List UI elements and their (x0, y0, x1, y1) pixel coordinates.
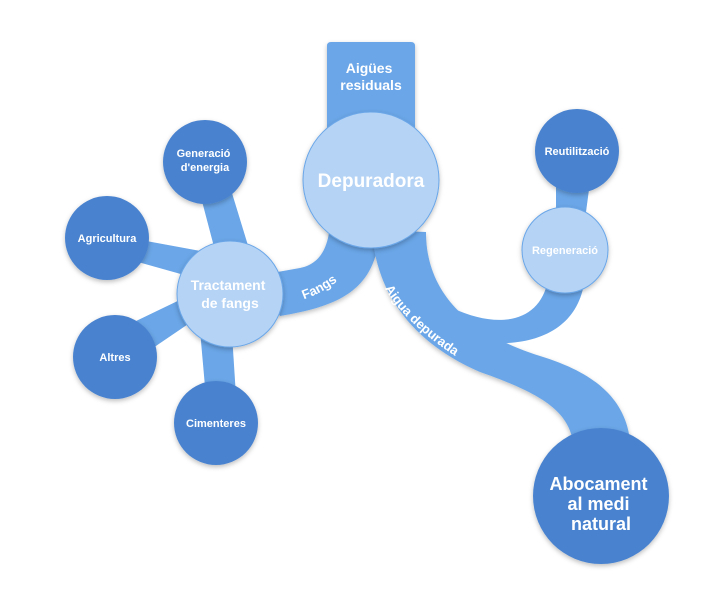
node-regeneracio-label: Regeneració (532, 245, 598, 257)
node-cimenteres-label: Cimenteres (186, 418, 246, 430)
svg-text:Abocament al medi: Abocament al medi natural (549, 474, 652, 534)
node-label-line: natural (571, 514, 631, 534)
node-label-line: Tractament (191, 277, 266, 293)
svg-text:Aigües residuals: Aigües residuals (340, 60, 402, 93)
connector-depurada-regeneracio (452, 280, 584, 344)
node-reutilitzacio-label: Reutilització (545, 146, 610, 158)
node-depuradora: Depuradora (302, 111, 440, 249)
connector-aigua-depurada (372, 230, 631, 470)
svg-text:Generació d'energia: Generació d'energia (177, 148, 234, 174)
node-label-line: residuals (340, 77, 402, 93)
node-label-line: Generació (177, 148, 231, 160)
node-label-line: Abocament (549, 474, 647, 494)
node-regeneracio: Regeneració (521, 206, 609, 294)
node-altres: Altres (73, 315, 157, 399)
node-reutilitzacio: Reutilització (535, 109, 619, 193)
node-depuradora-label: Depuradora (318, 171, 425, 192)
node-abocament: Abocament al medi natural (533, 428, 669, 564)
node-agricultura: Agricultura (65, 196, 149, 280)
node-generacio: Generació d'energia (163, 120, 247, 204)
node-label-line: Aigües (346, 60, 393, 76)
node-label-line: al medi (567, 494, 629, 514)
node-label-line: d'energia (181, 162, 230, 174)
node-input: Aigües residuals (340, 60, 402, 93)
node-agricultura-label: Agricultura (78, 233, 138, 245)
connector-fangs (255, 225, 380, 316)
node-tractament: Tractament de fangs (176, 240, 284, 348)
node-cimenteres: Cimenteres (174, 381, 258, 465)
node-label-line: de fangs (201, 295, 259, 311)
node-altres-label: Altres (99, 352, 130, 364)
svg-text:Tractament de fangs: Tractament de fangs (191, 277, 270, 311)
